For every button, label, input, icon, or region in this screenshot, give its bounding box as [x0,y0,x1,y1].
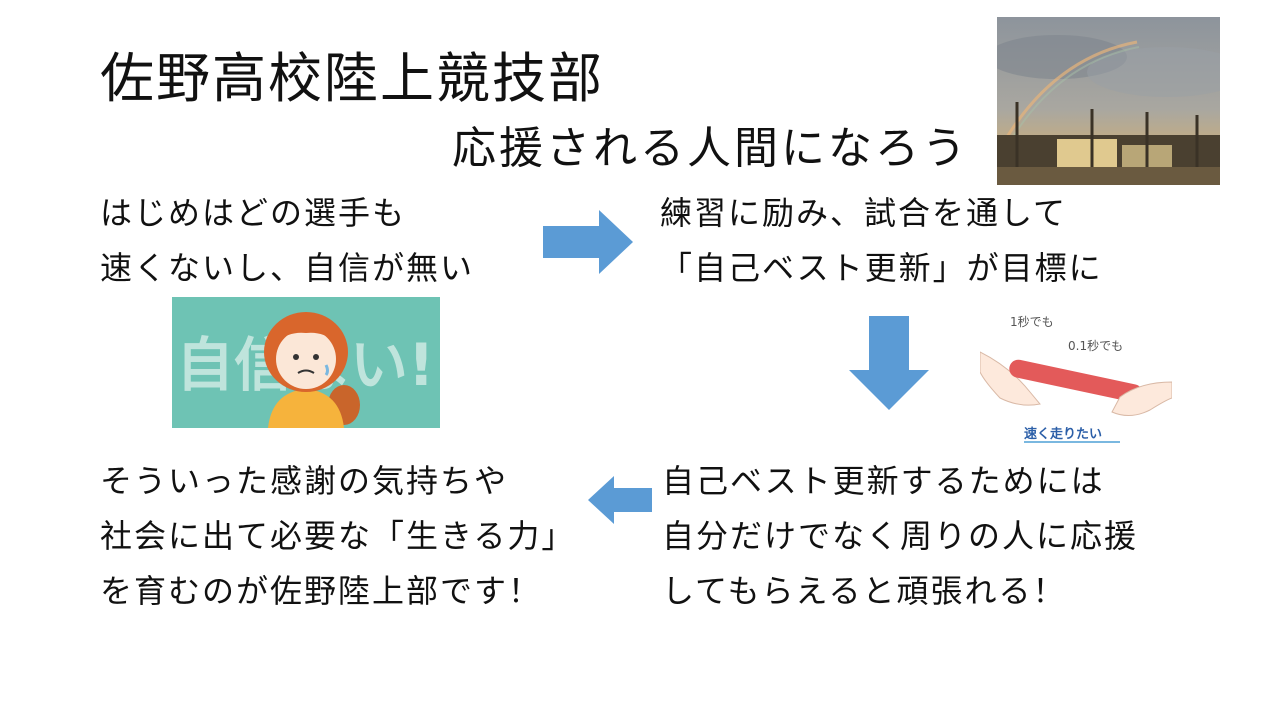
text-block-gratitude: そういった感謝の気持ちや 社会に出て必要な「生きる力」 を育むのが佐野陸上部です… [100,454,575,619]
slide-title: 佐野高校陸上競技部 [100,47,604,110]
text-line: 社会に出て必要な「生きる力」 [100,517,576,555]
baton-label-2: 0.1秒でも [1068,339,1123,353]
baton-caption: 速く走りたい [1024,426,1102,442]
no-confidence-illustration: 自信ない! [172,297,440,428]
text-line: 自己ベスト更新するためには [662,462,1105,500]
arrow-down-icon [849,316,929,414]
text-line: 「自己ベスト更新」が目標に [660,249,1103,287]
text-line: を育むのが佐野陸上部です！ [100,572,543,610]
text-line: 速くないし、自信が無い [100,249,475,287]
arrow-right-icon [543,210,633,278]
arrow-left-icon [588,476,652,528]
text-block-practice: 練習に励み、試合を通して 「自己ベスト更新」が目標に [660,186,1103,296]
slide-subtitle: 応援される人間になろう [452,123,969,174]
text-block-support: 自己ベスト更新するためには 自分だけでなく周りの人に応援 してもらえると頑張れる… [662,454,1138,619]
stadium-rainbow-photo [997,17,1220,185]
text-line: そういった感謝の気持ちや [100,462,509,500]
text-line: はじめはどの選手も [100,194,407,232]
text-line: してもらえると頑張れる！ [662,572,1067,610]
baton-label-1: 1秒でも [1010,315,1054,329]
baton-pass-image: 1秒でも 0.1秒でも 速く走りたい [979,312,1173,448]
text-line: 練習に励み、試合を通して [660,194,1068,232]
text-block-beginning: はじめはどの選手も 速くないし、自信が無い [100,186,474,296]
text-line: 自分だけでなく周りの人に応援 [662,517,1139,555]
